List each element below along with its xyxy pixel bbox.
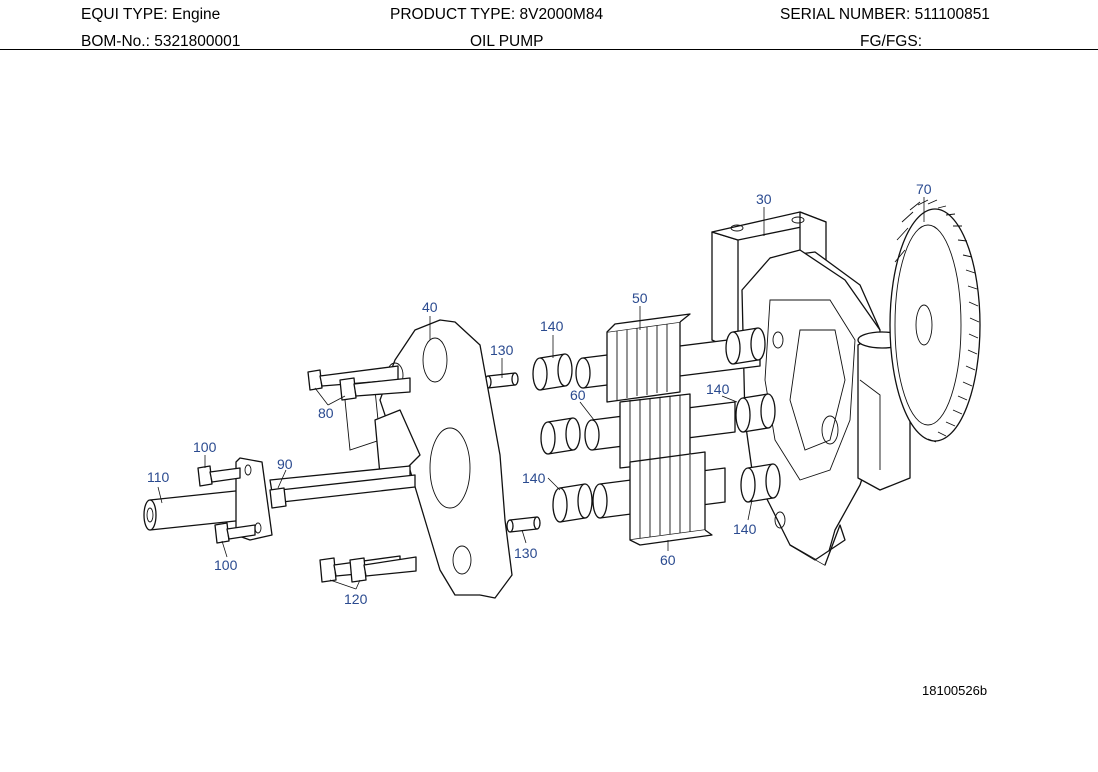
screw-100-upper bbox=[197, 465, 241, 487]
callout-110: 110 bbox=[147, 469, 170, 485]
gear-shaft-upper bbox=[575, 313, 761, 403]
callout-50: 50 bbox=[632, 290, 648, 306]
bolt-80-b bbox=[339, 377, 411, 401]
callout-140-right-bottom: 140 bbox=[733, 521, 757, 537]
callout-30: 30 bbox=[756, 191, 772, 207]
callout-100-lower: 100 bbox=[214, 557, 238, 573]
gear-shaft-lower bbox=[592, 451, 726, 546]
pump-housing bbox=[711, 211, 911, 566]
dowel-pin-upper bbox=[484, 372, 519, 389]
gear-shaft-middle bbox=[584, 393, 736, 469]
callout-120: 120 bbox=[344, 591, 368, 607]
bushing-right-bottom bbox=[740, 463, 781, 503]
callout-140-right-top: 140 bbox=[706, 381, 730, 397]
pump-cover bbox=[344, 319, 513, 599]
drawing-number: 18100526b bbox=[922, 683, 988, 698]
callout-60-lower: 60 bbox=[660, 552, 676, 568]
screw-100-lower bbox=[214, 522, 256, 544]
dowel-pin-lower bbox=[506, 516, 541, 533]
callout-60-upper: 60 bbox=[570, 387, 586, 403]
callout-140-left-bottom: 140 bbox=[522, 470, 546, 486]
drive-gear-wheel bbox=[889, 199, 981, 443]
leader-lines bbox=[157, 197, 925, 590]
callout-100-upper: 100 bbox=[193, 439, 217, 455]
callout-80: 80 bbox=[318, 405, 334, 421]
bushing-right-middle bbox=[735, 393, 776, 433]
callout-labels: 30 70 40 50 140 130 60 140 80 100 90 110… bbox=[147, 181, 932, 607]
callout-70: 70 bbox=[916, 181, 932, 197]
fg-fgs: FG/FGS: bbox=[860, 33, 922, 50]
bushing-left-middle bbox=[540, 417, 581, 455]
callout-140-left-top: 140 bbox=[540, 318, 564, 334]
serial-number: SERIAL NUMBER: 511100851 bbox=[780, 6, 990, 23]
bom-number: BOM-No.: 5321800001 bbox=[81, 33, 241, 50]
callout-40: 40 bbox=[422, 299, 438, 315]
callout-130-lower: 130 bbox=[514, 545, 538, 561]
equi-type: EQUI TYPE: Engine bbox=[81, 6, 221, 23]
bushing-left-bottom bbox=[552, 483, 593, 523]
product-type: PRODUCT TYPE: 8V2000M84 bbox=[390, 6, 604, 23]
drive-shaft bbox=[143, 457, 416, 541]
bushing-left-top bbox=[532, 353, 573, 391]
header-rule bbox=[0, 49, 1098, 50]
bushing-right-top bbox=[725, 327, 766, 365]
bolt-120-b bbox=[349, 556, 417, 583]
callout-90: 90 bbox=[277, 456, 293, 472]
part-title: OIL PUMP bbox=[470, 33, 544, 50]
callout-130-upper: 130 bbox=[490, 342, 514, 358]
